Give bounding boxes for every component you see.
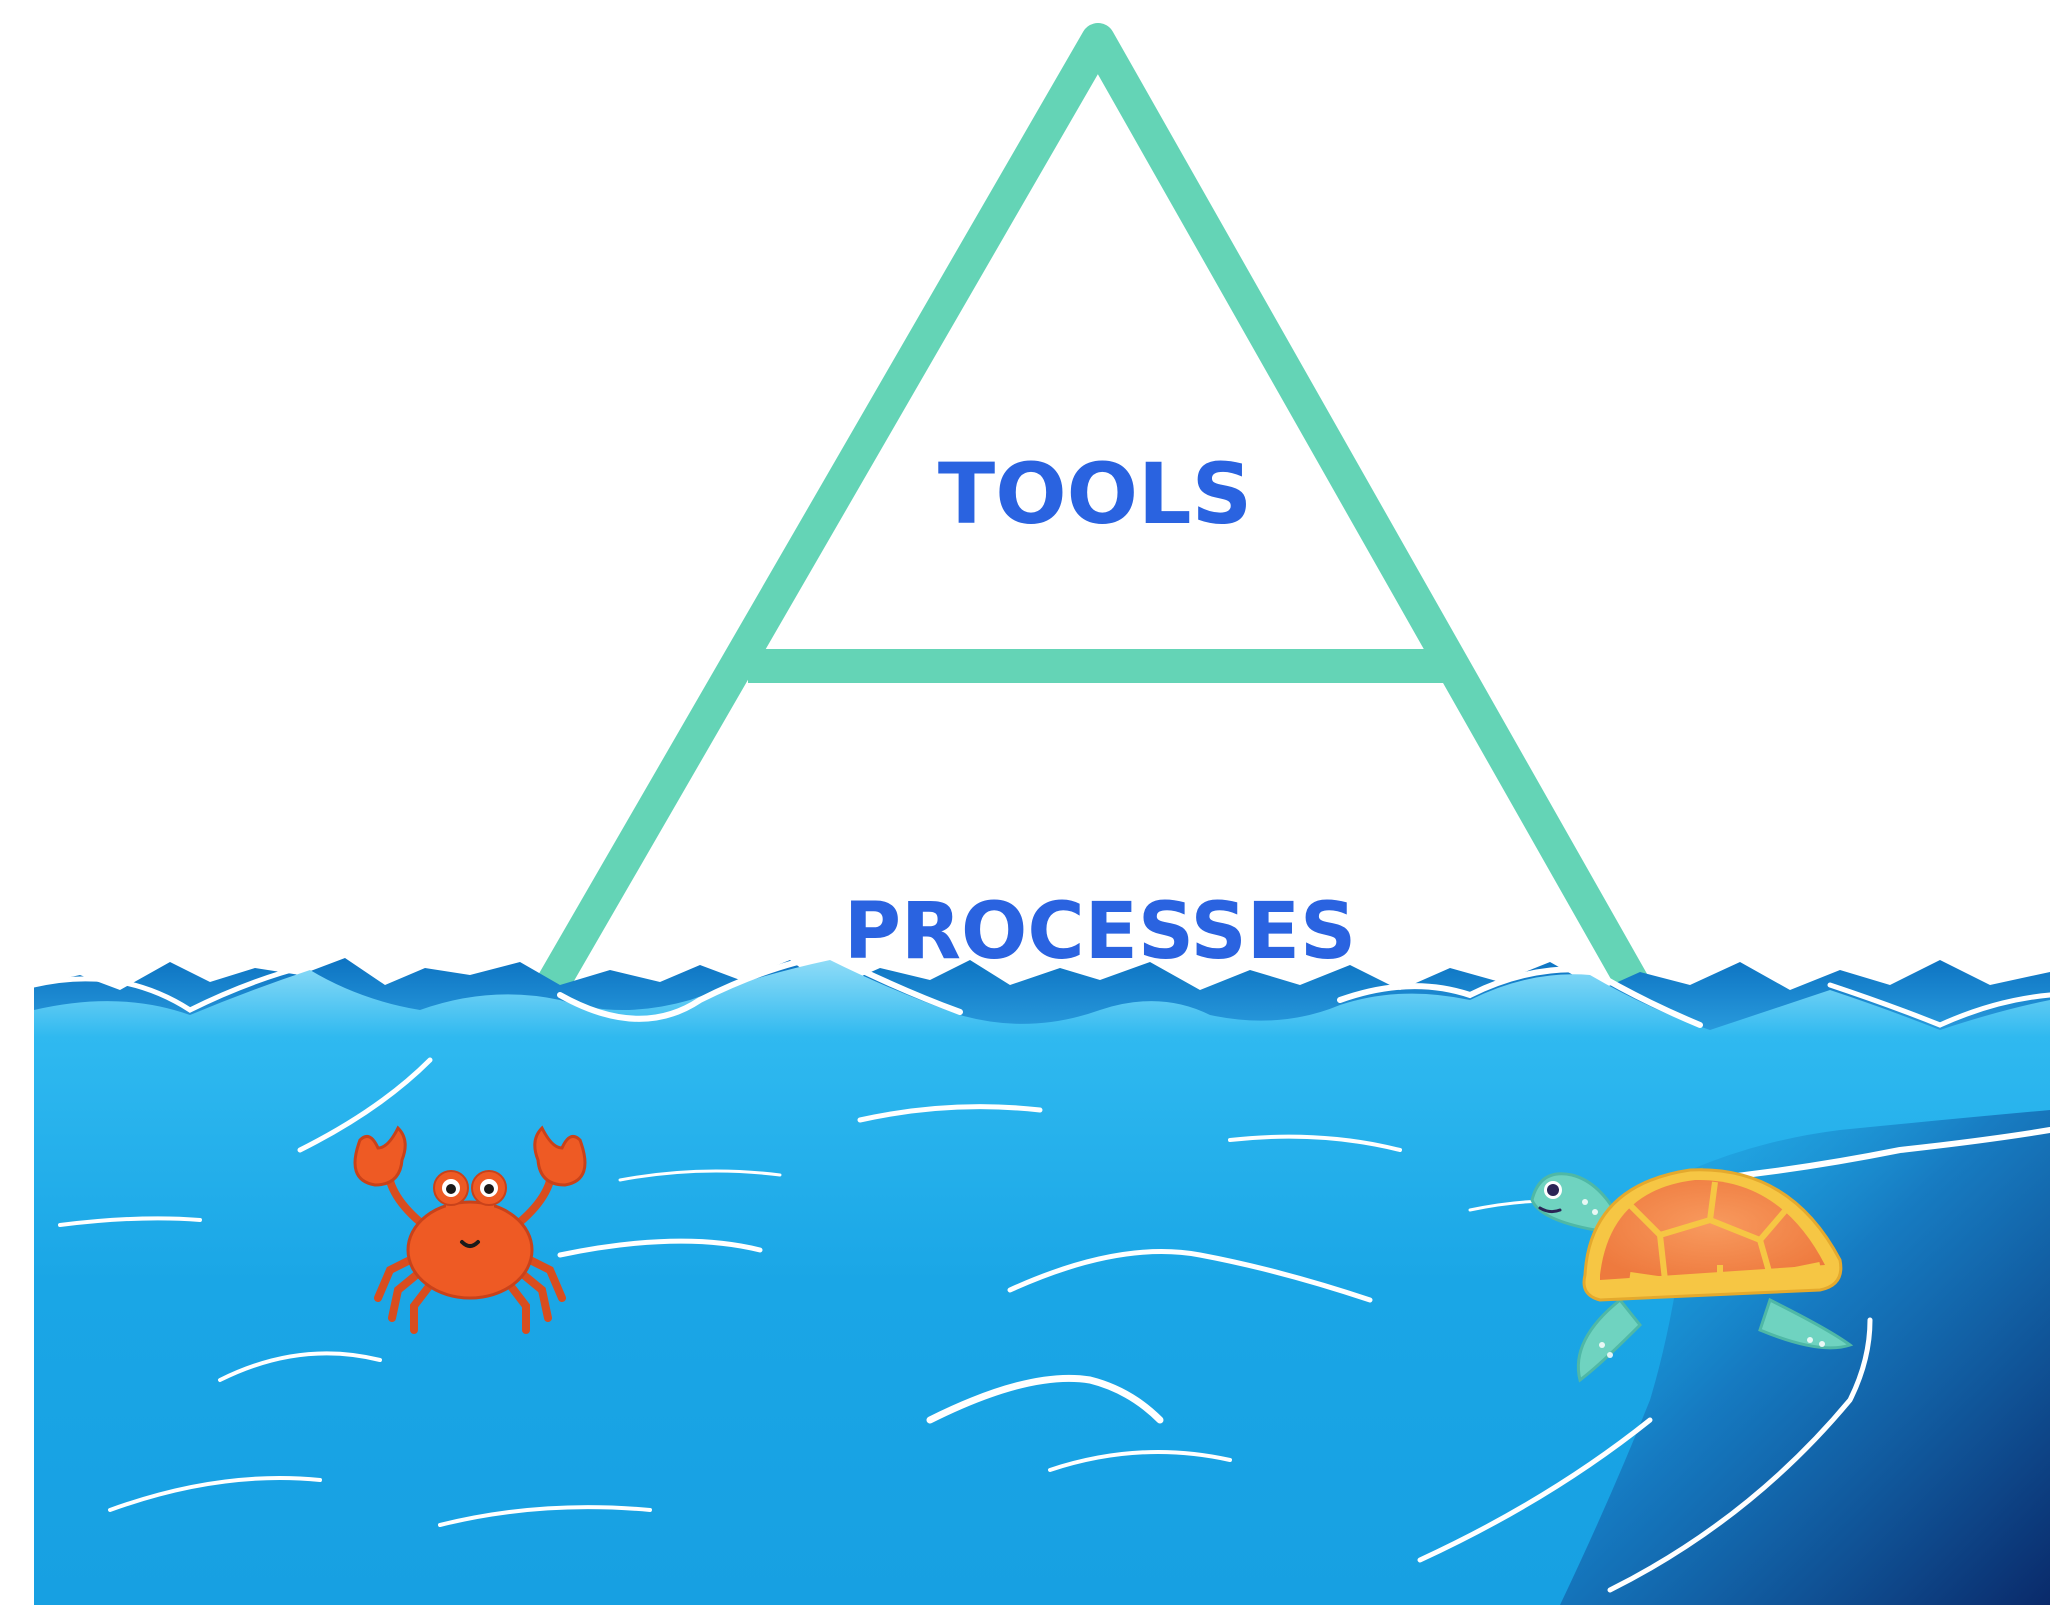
wave-lines (31, 951, 2050, 1593)
crab-icon (353, 1125, 587, 1334)
sea-deep (1560, 1110, 2050, 1605)
turtle-icon (1530, 1167, 1854, 1383)
tools-label: TOOLS (938, 445, 1252, 543)
pyramid (535, 23, 1665, 1027)
sea (31, 951, 2050, 1605)
sea-body (34, 960, 2050, 1605)
pyramid-outline (535, 23, 1665, 1027)
processes-label: PROCESSES (844, 887, 1356, 977)
